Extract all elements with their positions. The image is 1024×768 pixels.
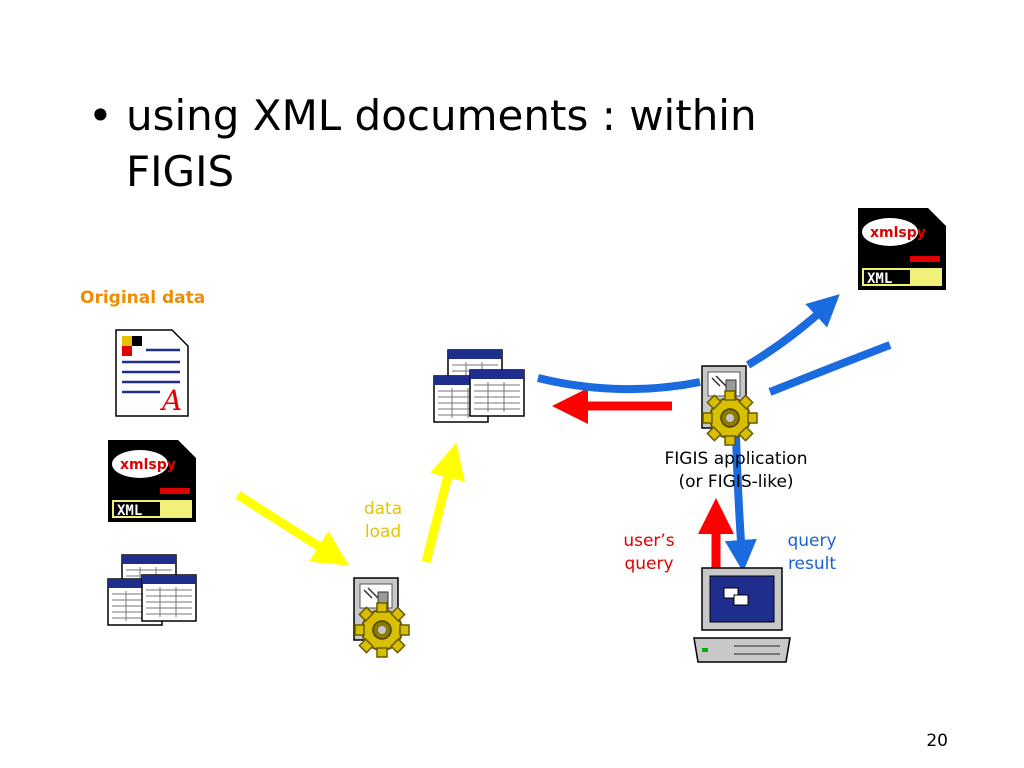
computer-icon — [693, 567, 791, 663]
title-bullet: • — [88, 91, 113, 140]
blue-arc-database-app — [537, 374, 701, 394]
users-query-line2: query — [624, 554, 674, 574]
page-number: 20 — [926, 731, 948, 751]
yellow-arrow-to-loader — [235, 491, 350, 566]
figis-app-label: FIGIS application (or FIGIS-like) — [630, 448, 842, 494]
original-data-label: Original data — [80, 288, 206, 308]
query-result-line2: result — [787, 554, 837, 574]
blue-arrow-to-xmlspy — [745, 294, 840, 369]
tables-icon-database — [433, 349, 525, 423]
word-document-icon: A — [115, 329, 189, 417]
query-result-line1: query — [787, 531, 837, 551]
svg-text:xmlspy: xmlspy — [870, 225, 926, 241]
title-text: using XML documents : within FIGIS — [126, 91, 757, 196]
users-query-label: user’s query — [610, 530, 688, 576]
yellow-arrow-to-database — [421, 442, 465, 564]
query-result-label: query result — [774, 530, 850, 576]
figis-app-label-line1: FIGIS application — [664, 449, 808, 469]
svg-text:XML: XML — [117, 503, 142, 519]
xmlspy-icon-output: xmlspy XML — [858, 208, 946, 290]
blue-arrow-query-result — [724, 435, 757, 572]
blue-line-right — [768, 341, 892, 396]
figis-app-icon — [701, 365, 758, 446]
figis-app-label-line2: (or FIGIS-like) — [678, 472, 794, 492]
svg-text:XML: XML — [867, 271, 892, 287]
xmlspy-icon-original: xmlspy XML — [108, 440, 196, 522]
tables-icon-original — [107, 554, 197, 626]
users-query-line1: user’s — [623, 531, 675, 551]
data-load-label: data load — [363, 499, 403, 542]
svg-text:xmlspy: xmlspy — [120, 457, 176, 473]
loader-app-icon — [353, 577, 410, 658]
svg-text:A: A — [159, 384, 182, 417]
